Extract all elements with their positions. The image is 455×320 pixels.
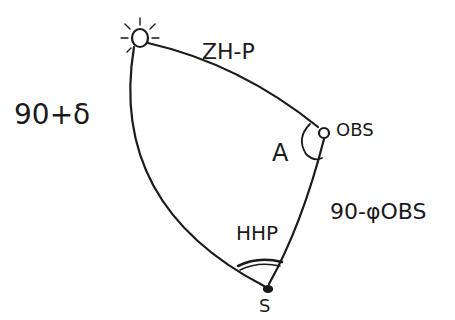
sun-rays	[121, 18, 159, 52]
point-label: OBS	[336, 120, 374, 140]
observer-point	[319, 128, 329, 138]
angle-arc	[240, 264, 280, 270]
arc-sun-pole	[130, 47, 264, 286]
arc-label: 90+δ	[14, 100, 90, 131]
angle-arc	[302, 124, 322, 159]
pole-point	[264, 286, 272, 292]
sun-symbol	[132, 29, 148, 47]
angle-label: A	[272, 140, 288, 166]
arc-label: ZH-P	[202, 40, 255, 64]
point-label: S	[259, 296, 270, 316]
arc-label: 90-φOBS	[330, 200, 426, 224]
angle-label: HHP	[236, 222, 278, 244]
